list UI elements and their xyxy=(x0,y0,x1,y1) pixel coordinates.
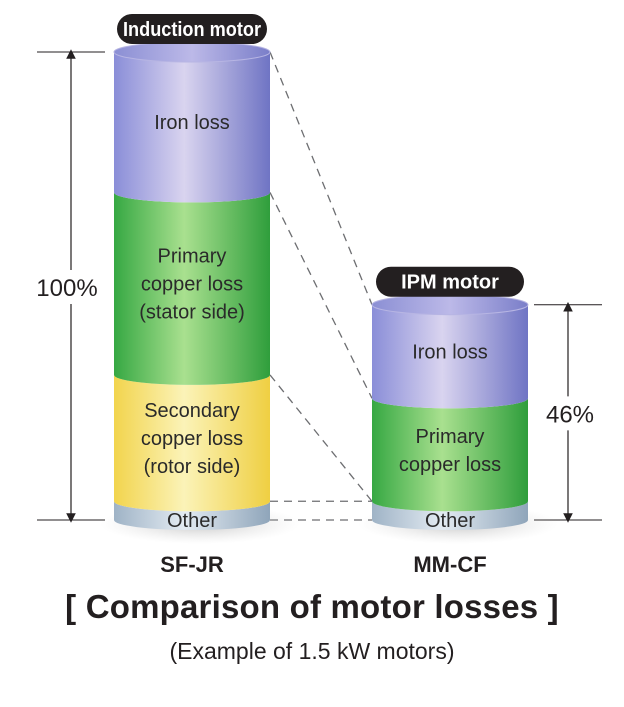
motor-type-pill xyxy=(376,266,524,297)
bar-top-cap xyxy=(113,41,271,63)
segment-label-iron-loss: Iron loss xyxy=(154,112,230,134)
segment-label-primary-copper-loss: Primary xyxy=(158,246,227,268)
bar-segment-iron-loss xyxy=(372,304,528,409)
percent-label-bg xyxy=(528,396,612,431)
bar-top-cap xyxy=(371,294,529,316)
motor-type-label: Induction motor xyxy=(123,19,261,41)
labels-layer: Other Secondary copper loss (rotor side) Pri… xyxy=(25,14,612,577)
segment-label-primary-copper-loss: copper loss xyxy=(399,454,501,476)
bar-segment-other xyxy=(114,501,270,530)
motor-type-label: IPM motor xyxy=(401,272,499,294)
percent-label-bg xyxy=(25,270,109,304)
category-label: MM-CF xyxy=(413,552,486,577)
segment-label-secondary-copper-loss: (rotor side) xyxy=(144,456,241,478)
total-percent-label: 46% xyxy=(546,401,594,428)
bar-segment-primary-copper-loss xyxy=(372,398,528,512)
segment-label-other: Other xyxy=(425,510,475,532)
bar-sf-jr xyxy=(100,41,300,544)
connector-guide-3 xyxy=(269,374,373,502)
bar-segment-other xyxy=(372,501,528,530)
chart-subtitle: (Example of 1.5 kW motors) xyxy=(169,638,455,664)
chart-title: [ Comparison of motor losses ] xyxy=(65,588,559,625)
connector-guide-1 xyxy=(269,51,373,305)
segment-label-primary-copper-loss: (stator side) xyxy=(139,302,245,324)
segment-label-secondary-copper-loss: Secondary xyxy=(144,400,240,422)
bar-segment-primary-copper-loss xyxy=(114,192,270,385)
total-percent-label: 100% xyxy=(36,275,97,302)
segment-label-other: Other xyxy=(167,510,217,532)
segment-label-iron-loss: Iron loss xyxy=(412,342,488,364)
category-label: SF-JR xyxy=(160,552,224,577)
connector-guide-2 xyxy=(269,192,373,399)
segment-label-primary-copper-loss: copper loss xyxy=(141,274,243,296)
bars-layer xyxy=(100,41,558,544)
motor-type-pill xyxy=(117,14,267,44)
bar-segment-secondary-copper-loss xyxy=(114,374,270,512)
bar-segment-iron-loss xyxy=(114,52,270,203)
bar-mm-cf xyxy=(358,294,558,544)
segment-label-primary-copper-loss: Primary xyxy=(416,426,485,448)
segment-label-secondary-copper-loss: copper loss xyxy=(141,428,243,450)
